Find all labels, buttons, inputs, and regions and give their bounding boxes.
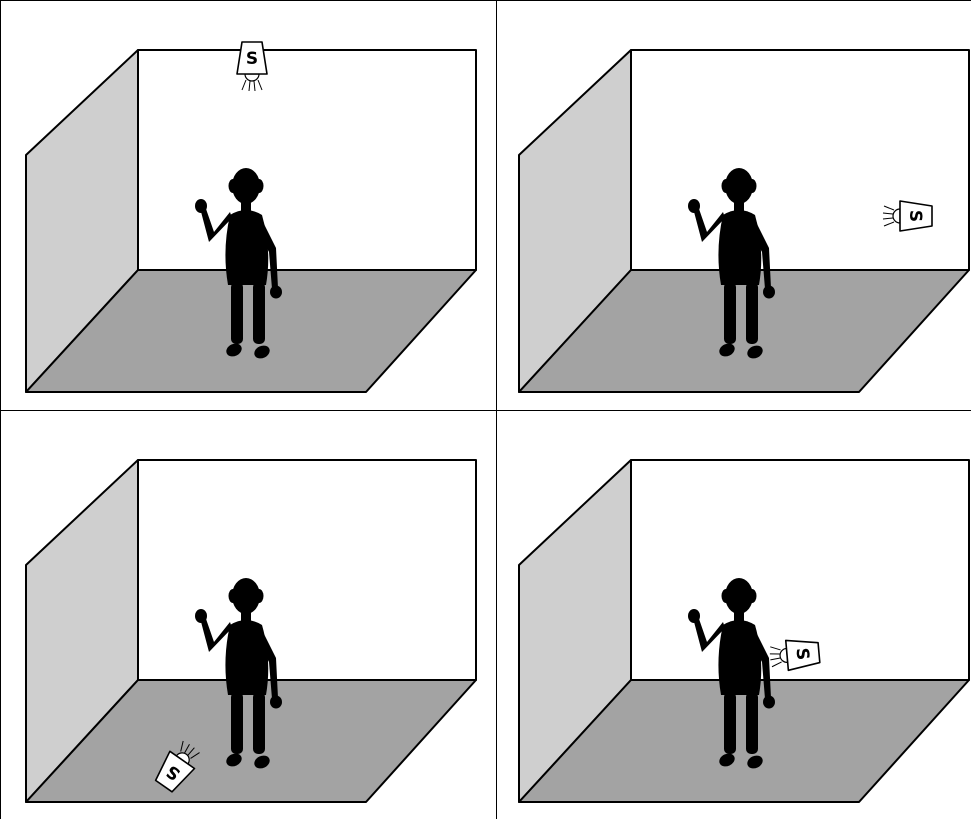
- back-wall: [631, 50, 969, 270]
- person-left-leg: [231, 692, 243, 754]
- panel-top-right: S: [503, 0, 971, 410]
- person-right-ear: [255, 589, 264, 603]
- person-right-ear: [748, 179, 757, 193]
- person-left-leg: [231, 282, 243, 344]
- person-right-ear: [748, 589, 757, 603]
- panel-canvas: S: [503, 0, 971, 410]
- person-raised-hand: [688, 199, 700, 213]
- panel-canvas: S: [503, 410, 971, 820]
- person-left-ear: [229, 179, 238, 193]
- person-lowered-hand: [763, 696, 775, 709]
- person-right-ear: [255, 179, 264, 193]
- person-raised-hand: [195, 609, 207, 623]
- person-lowered-hand: [270, 286, 282, 299]
- back-wall: [138, 50, 476, 270]
- person-left-leg: [724, 692, 736, 754]
- person-lowered-hand: [763, 286, 775, 299]
- person-raised-hand: [195, 199, 207, 213]
- panel-canvas: S: [10, 410, 496, 820]
- person-left-leg: [724, 282, 736, 344]
- person-right-leg: [746, 692, 758, 754]
- speaker-label: S: [905, 210, 925, 222]
- panel-top-left: S: [10, 0, 496, 410]
- person-lowered-hand: [270, 696, 282, 709]
- person-right-leg: [746, 282, 758, 344]
- person-right-leg: [253, 282, 265, 344]
- speaker-label: S: [246, 49, 258, 69]
- person-left-ear: [722, 589, 731, 603]
- panel-bottom-right: S: [503, 410, 971, 820]
- panel-canvas: S: [10, 0, 496, 410]
- person-left-ear: [229, 589, 238, 603]
- panel-bottom-left: S: [10, 410, 496, 820]
- back-wall: [138, 460, 476, 680]
- person-raised-hand: [688, 609, 700, 623]
- speaker-label: S: [792, 647, 813, 661]
- person-left-ear: [722, 179, 731, 193]
- person-right-leg: [253, 692, 265, 754]
